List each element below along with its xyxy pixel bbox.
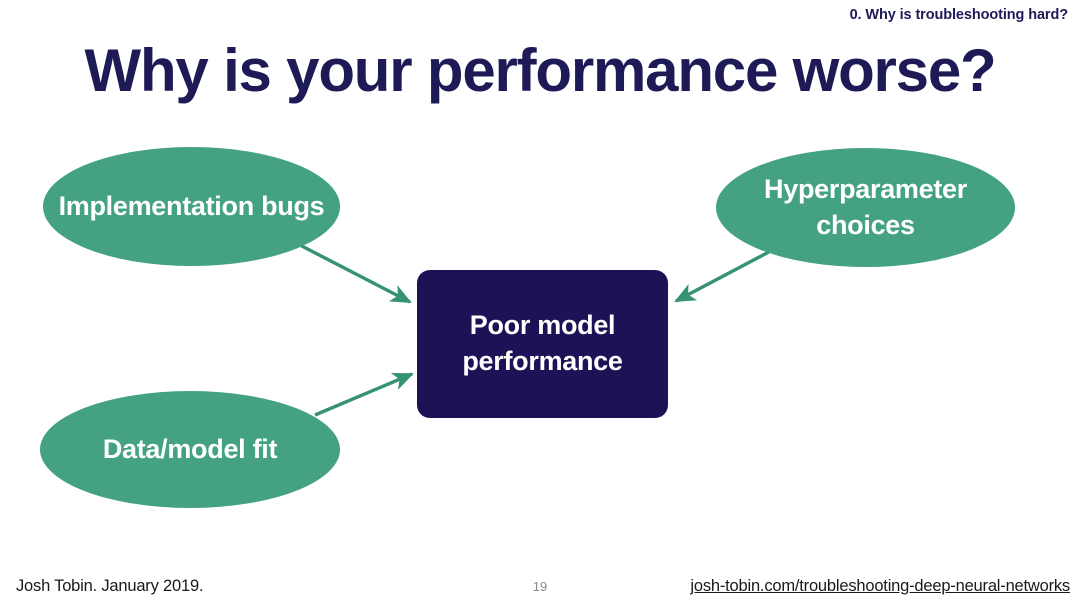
- footer-author: Josh Tobin. January 2019.: [16, 577, 204, 595]
- arrow-hyperparameter-choices-to-poor-performance: [674, 243, 783, 303]
- arrow-data-model-fit-to-poor-performance: [314, 372, 414, 417]
- node-hyperparameter-choices-label: Hyperparameter choices: [764, 173, 967, 240]
- node-implementation-bugs: Implementation bugs: [43, 147, 340, 266]
- node-implementation-bugs-label: Implementation bugs: [58, 190, 325, 221]
- footer-source-link[interactable]: josh-tobin.com/troubleshooting-deep-neur…: [690, 577, 1070, 595]
- node-hyperparameter-choices: Hyperparameter choices: [716, 148, 1015, 267]
- slide-page-number: 19: [532, 579, 548, 594]
- node-poor-model-performance-label: Poor model performance: [462, 310, 623, 376]
- node-data-model-fit-label: Data/model fit: [102, 433, 278, 464]
- node-data-model-fit: Data/model fit: [40, 391, 340, 508]
- node-poor-model-performance: Poor model performance: [417, 270, 668, 418]
- page-title: Why is your performance worse?: [84, 37, 997, 104]
- arrow-implementation-bugs-to-poor-performance: [295, 241, 412, 304]
- slide-section-kicker: 0. Why is troubleshooting hard?: [849, 7, 1069, 23]
